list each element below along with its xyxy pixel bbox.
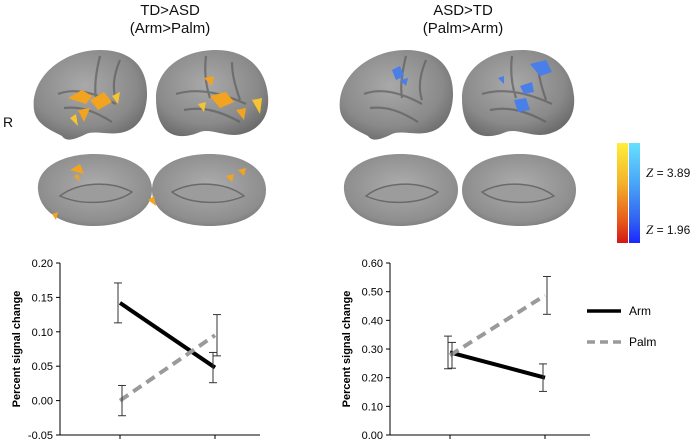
brain-figure [33,50,576,226]
colorbar-max-label: Z = 3.89 [646,165,690,181]
y-tick-label: 0.40 [362,315,383,327]
colorbar-max-value: = 3.89 [656,166,691,180]
y-tick-label: 0.30 [362,344,383,356]
right-title-line2: (Palm>Arm) [422,20,504,37]
colorbar-min-label: Z = 1.96 [646,222,690,238]
y-tick-label: 0.00 [32,396,53,408]
y-tick-label: 0.20 [362,373,383,385]
left-title-line2: (Arm>Palm) [129,20,211,37]
y-axis-label: Percent signal change [341,291,353,408]
y-tick-label: 0.50 [362,287,383,299]
y-tick-label: 0.20 [32,258,53,270]
legend: Arm Palm [587,304,656,349]
left-lateral-brain-2 [156,50,269,137]
series-line-palm [448,293,547,357]
chart-td-asd: -0.050.000.050.100.150.20TDASDPercent si… [11,258,260,440]
series-line-palm [118,333,217,403]
right-medial-brain-1 [343,154,458,226]
colorbar-min-value: = 1.96 [656,223,691,237]
colorbar-cool [629,143,640,243]
legend-arm-label: Arm [629,304,651,318]
y-tick-label: 0.10 [32,327,53,339]
y-tick-label: -0.05 [28,430,53,440]
legend-palm-label: Palm [629,335,656,349]
left-lateral-brain-1 [33,50,148,140]
y-tick-label: 0.00 [362,430,383,440]
left-medial-brain-2 [148,154,266,226]
series-line-arm [118,301,217,370]
left-medial-brain-1 [37,154,153,226]
series-line-arm [449,350,546,380]
y-tick-label: 0.05 [32,361,53,373]
right-title-line1: ASD>TD [433,2,493,19]
left-title-line1: TD>ASD [140,2,200,19]
right-lateral-brain-2 [462,50,575,137]
right-lateral-brain-1 [339,50,454,140]
y-tick-label: 0.10 [362,401,383,413]
y-tick-label: 0.15 [32,292,53,304]
chart-asd-td: 0.000.100.200.300.400.500.60TDASDPercent… [341,258,590,440]
left-panel-title: TD>ASD (Arm>Palm) [95,2,245,38]
hemisphere-label: R [3,114,14,130]
colorbar-warm [617,143,628,243]
y-axis-label: Percent signal change [11,291,23,408]
colorbar-max-symbol: Z [646,165,654,180]
colorbar-min-symbol: Z [646,222,654,237]
right-medial-brain-2 [462,154,576,226]
right-panel-title: ASD>TD (Palm>Arm) [388,2,538,38]
y-tick-label: 0.60 [362,258,383,270]
